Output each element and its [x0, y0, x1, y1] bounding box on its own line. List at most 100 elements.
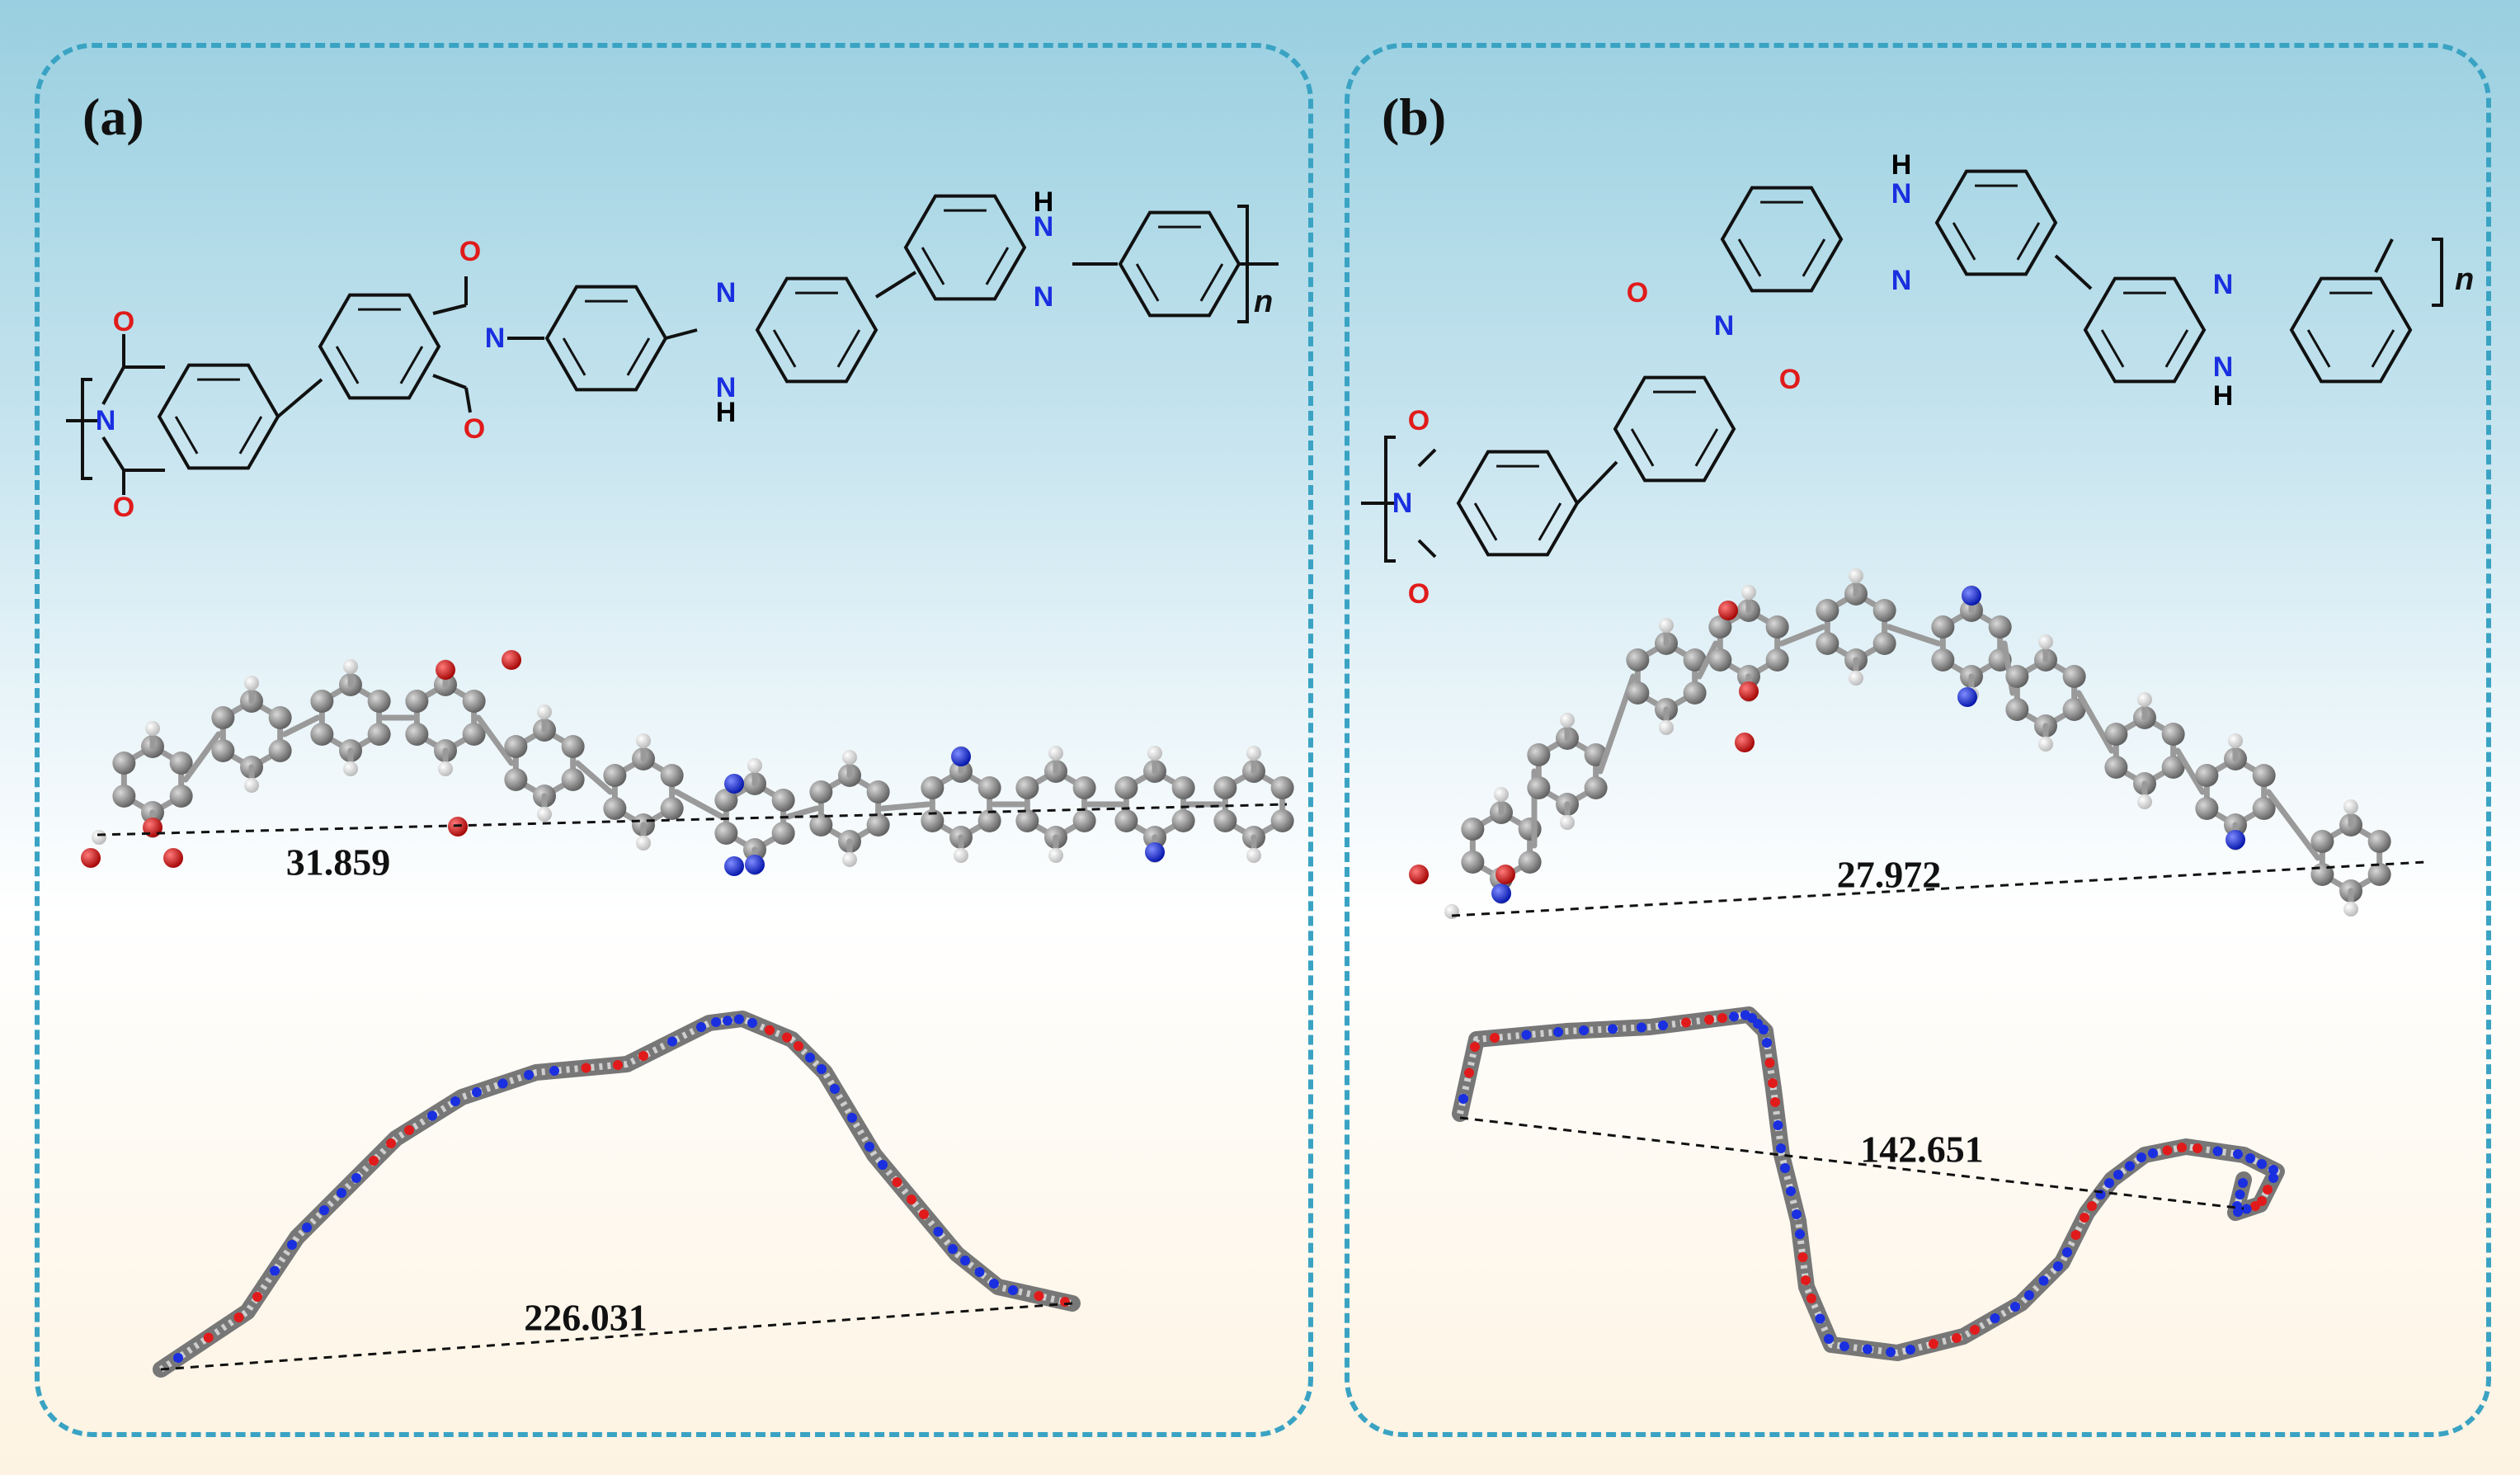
panel-b-polymer-chain-heteroatom	[1681, 1017, 1691, 1028]
panel-a-polymer-chain-heteroatom	[830, 1084, 840, 1094]
panel-b-polymer-chain-heteroatom	[2263, 1185, 2273, 1195]
panel-b-model-carbon-atom	[1584, 776, 1608, 799]
panel-a-o3: O	[459, 236, 482, 267]
panel-b-polymer-chain-heteroatom	[1464, 1067, 1474, 1078]
panel-b-model-hydrogen-atom	[2343, 902, 2358, 917]
panel-b-model-carbon-atom	[1527, 776, 1551, 799]
panel-a-polymer-chain-heteroatom	[1060, 1297, 1070, 1307]
panel-b-polymer-chain-heteroatom	[2148, 1148, 2158, 1158]
panel-a-ring5-double-bond	[921, 247, 945, 285]
panel-a-model-carbon-atom	[1270, 809, 1294, 832]
panel-b-polymer-chain-heteroatom	[1470, 1042, 1480, 1052]
panel-b-polymer-chain-heteroatom	[1929, 1339, 1938, 1349]
panel-a-model-nitrogen-atom	[724, 856, 744, 876]
panel-b-model-hydrogen-atom	[1741, 585, 1756, 600]
panel-b-model-carbon-atom	[2005, 665, 2029, 688]
panel-a-model-carbon-atom	[462, 690, 486, 713]
panel-b-model-carbon-atom	[2310, 830, 2334, 853]
panel-a-chain-distance-line	[160, 1302, 1073, 1371]
panel-a-polymer-chain-heteroatom	[302, 1223, 312, 1232]
panel-b-model-carbon-atom	[2104, 756, 2128, 779]
panel-b-ring3	[1720, 186, 1844, 293]
panel-b-ring4	[1934, 169, 2058, 276]
panel-a-ring2-double-bond	[335, 346, 360, 384]
panel-b-label: (b)	[1382, 87, 1447, 146]
panel-b-monomer-distance: 27.972	[1836, 853, 1942, 896]
panel-b-polymer-chain	[1452, 1006, 2285, 1361]
panel-b-chain-distance: 142.651	[1860, 1128, 1984, 1171]
panel-a-model-link-bond	[879, 801, 931, 812]
panel-a-model-hydrogen-atom	[1147, 746, 1162, 761]
panel-b-polymer-chain-heteroatom	[1553, 1027, 1563, 1037]
panel-b-ring1	[1456, 450, 1580, 557]
panel-b-imidazole-n1: N	[1891, 265, 1912, 296]
panel-b-polymer-chain-heteroatom	[1729, 1011, 1739, 1022]
panel-b-polymer-chain-heteroatom	[2268, 1165, 2278, 1175]
panel-a-ring6-double-bond	[1199, 263, 1224, 302]
panel-a-model-link-bond	[281, 714, 321, 738]
panel-b-polymer-chain-heteroatom	[2235, 1190, 2245, 1199]
panel-b-polymer-chain-heteroatom	[1952, 1333, 1962, 1343]
panel-a-model-carbon-atom	[809, 780, 833, 803]
panel-a-model-carbon-atom	[809, 813, 833, 836]
panel-b-o4: O	[1778, 364, 1802, 395]
panel-b-model-link-bond	[1886, 624, 1942, 647]
panel-a-polymer-chain-heteroatom	[404, 1125, 414, 1135]
panel-b-polymer-chain-heteroatom	[2024, 1290, 2034, 1300]
panel-a-model-carbon-atom	[112, 752, 136, 775]
panel-a-polymer-chain-heteroatom	[173, 1353, 183, 1363]
panel-b-polymer-chain-heteroatom	[1801, 1275, 1811, 1285]
panel-a-model-carbon-atom	[714, 822, 738, 845]
panel-a-imidazole-h2: H	[1033, 186, 1054, 218]
panel-b-model-carbon-atom	[1872, 632, 1896, 655]
panel-a-polymer-chain-heteroatom	[696, 1022, 706, 1032]
panel-a-biphenyl-bond	[276, 378, 323, 418]
panel-b-model-carbon-atom	[1683, 648, 1707, 672]
panel-b-model-link-bond	[2075, 690, 2115, 754]
panel-b-polymer-chain-heteroatom	[1815, 1313, 1825, 1324]
panel-a-model-carbon-atom	[504, 735, 528, 758]
panel-a-ring4-double-bond	[836, 329, 861, 368]
panel-a-model-hydrogen-atom	[636, 836, 651, 851]
panel-a-imide1-edge1	[101, 366, 125, 405]
panel-a-model-hydrogen-atom	[636, 733, 651, 748]
panel-b-ring3-double-bond	[1802, 238, 1826, 277]
panel-b-model-carbon-atom	[2252, 797, 2276, 820]
panel-a-polymer-chain-heteroatom	[974, 1267, 985, 1277]
panel-b-model-hydrogen-atom	[2343, 799, 2358, 814]
panel-a-model-carbon-atom	[504, 768, 528, 791]
panel-a-polymer-chain-heteroatom	[252, 1292, 262, 1302]
panel-a-model-hydrogen-atom	[343, 761, 358, 776]
panel-b-polymer-chain-heteroatom	[2177, 1143, 2187, 1152]
panel-b-model-carbon-atom	[1626, 681, 1650, 705]
panel-b-polymer-chain-heteroatom	[2232, 1201, 2242, 1211]
panel-b-model-carbon-atom	[1931, 615, 1955, 639]
panel-a-imide1-edge2	[101, 436, 125, 472]
panel-b-model-hydrogen-atom	[1659, 618, 1674, 633]
panel-a-model-carbon-atom	[169, 752, 193, 775]
panel-a-polymer-chain-heteroatom	[1008, 1285, 1018, 1295]
panel-b-polymer-chain-heteroatom	[2087, 1201, 2097, 1211]
panel-a-o2: O	[112, 492, 135, 523]
panel-a-model-link-bond	[574, 760, 614, 795]
panel-a-model-carbon-atom	[310, 723, 334, 746]
panel-b-model-carbon-atom	[1872, 599, 1896, 622]
panel-a-model-nitrogen-atom	[1145, 842, 1165, 862]
panel-a-model-hydrogen-atom	[747, 758, 762, 773]
panel-b-model-carbon-atom	[1527, 743, 1551, 766]
panel-b-polymer-chain-heteroatom	[1780, 1163, 1790, 1173]
panel-b-model-hydrogen-atom	[2137, 692, 2152, 707]
panel-a-ring2-double-bond	[399, 346, 424, 384]
panel-b-imidazole-nh1: N	[1891, 178, 1912, 210]
panel-b-model-hydrogen-atom	[2228, 733, 2243, 748]
panel-a-bond	[432, 304, 467, 315]
panel-b-model-carbon-atom	[2161, 723, 2185, 746]
panel-b-polymer-chain-heteroatom	[1704, 1015, 1714, 1025]
panel-b-model-nitrogen-atom	[1491, 884, 1511, 903]
panel-a-o1: O	[112, 306, 135, 337]
panel-b-imidazole-n2: N	[2212, 269, 2234, 300]
panel-a-polymer-chain-heteroatom	[497, 1078, 508, 1089]
panel-b-model-carbon-atom	[1988, 615, 2012, 639]
panel-b-ring5	[2083, 276, 2207, 384]
